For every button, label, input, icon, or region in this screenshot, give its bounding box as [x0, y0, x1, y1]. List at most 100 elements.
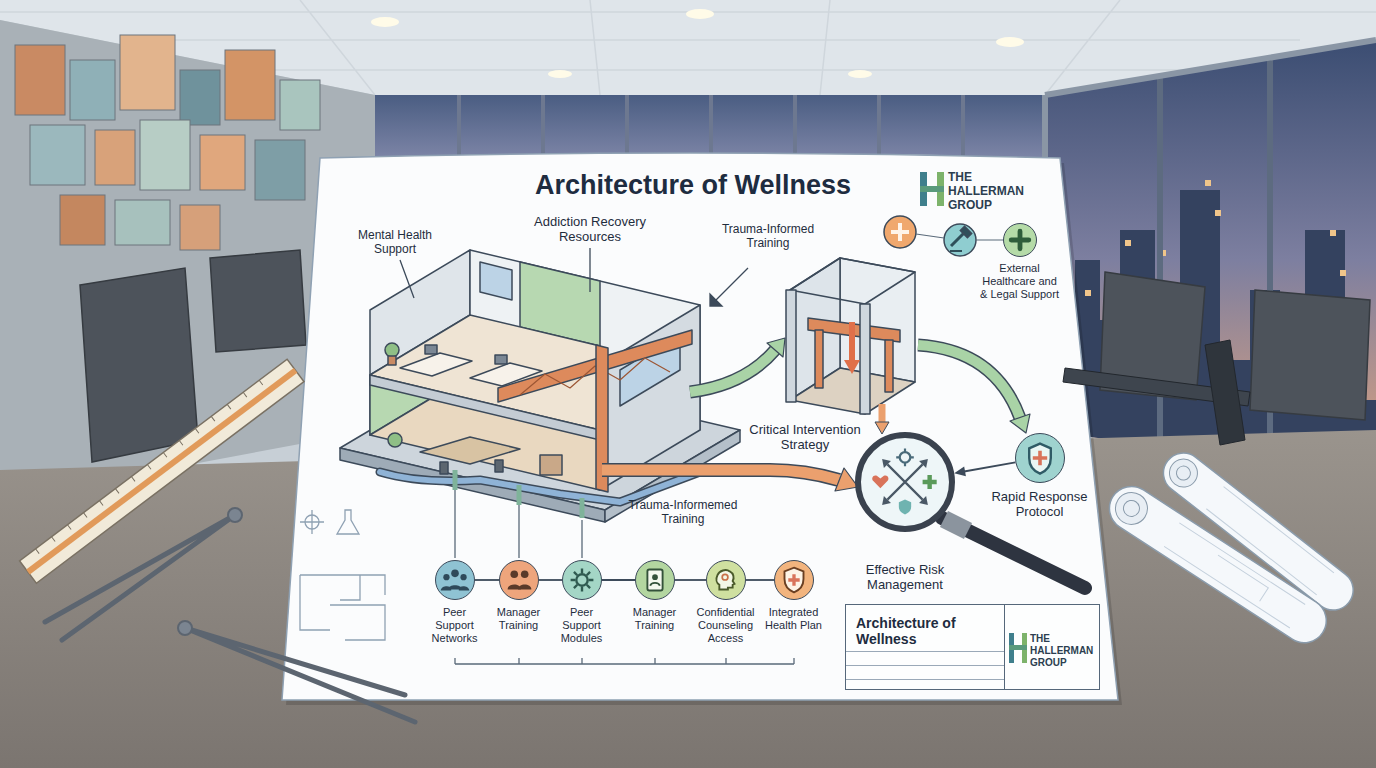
- blueprint-sheet: [282, 153, 1122, 705]
- node-icon: [861, 438, 949, 526]
- rolled-blueprints: [1164, 523, 1305, 628]
- rolled-blueprints: [1109, 486, 1153, 530]
- room-walls: [548, 70, 572, 78]
- callout-label-box: Trauma-Informed Training: [718, 222, 818, 250]
- title-block-text-box: THE HALLERMAN GROUP: [1030, 633, 1092, 669]
- service-icons: [944, 224, 976, 256]
- magnifier-handle: [942, 518, 1085, 588]
- building-cutaway: [385, 343, 399, 357]
- node-label-box: Confidential Counseling Access: [695, 606, 757, 645]
- icon-node: Confidential Counseling Access: [706, 560, 746, 600]
- node-icon: [882, 496, 891, 505]
- node-icon: [460, 574, 466, 580]
- callout-label-box: Addiction Recovery Resources: [525, 214, 655, 244]
- paper-sketches: [300, 510, 385, 640]
- scale-ruler: [26, 368, 297, 574]
- title-block-text: THE HALLERMAN GROUP: [1030, 633, 1092, 669]
- building-cutaway: [420, 437, 520, 464]
- leader-lines: [400, 248, 748, 300]
- room-walls: [686, 9, 714, 19]
- node-icon: [887, 464, 922, 499]
- node-icon: [459, 586, 469, 590]
- flow-arrows: [602, 470, 839, 480]
- node-label-box: External Healthcare and & Legal Support: [978, 262, 1062, 301]
- connector: [539, 580, 562, 581]
- node-icon: [896, 449, 914, 467]
- scale-ruler: [20, 359, 304, 583]
- building-cutaway: [340, 250, 740, 522]
- intervention-room: [815, 330, 823, 388]
- connector-line: [475, 579, 499, 581]
- dividers: [228, 508, 242, 522]
- flow-arrows: [602, 470, 839, 480]
- node-icon: [919, 459, 928, 468]
- icon-node: External Healthcare and & Legal Support: [1003, 223, 1037, 257]
- office-chairs: [1250, 290, 1370, 420]
- rolled-blueprints: [1101, 445, 1361, 651]
- flow-arrows: [690, 350, 775, 392]
- node-icon: [923, 475, 937, 489]
- paper-sketches: [337, 510, 359, 534]
- node-icon: [443, 574, 449, 580]
- rolled-blueprints: [1101, 478, 1335, 651]
- office-chairs: [210, 250, 306, 352]
- node-icon: [436, 561, 474, 599]
- node-icon: [441, 570, 470, 591]
- service-icons: [884, 216, 1003, 256]
- connector-line: [675, 579, 706, 581]
- icon-node: Manager Training: [499, 560, 539, 600]
- building-cutaway: [498, 330, 692, 402]
- title-block-rule: [846, 665, 1004, 666]
- building-cutaway: [388, 433, 402, 447]
- rolled-blueprints: [1164, 453, 1203, 492]
- t-square: [1205, 340, 1245, 445]
- node-icon: [576, 574, 587, 585]
- icon-node: Effective Risk Management: [855, 432, 955, 532]
- dividers: [185, 628, 415, 722]
- t-square: [1063, 340, 1250, 445]
- node-icon: [563, 561, 601, 599]
- wall-art: [255, 140, 305, 200]
- title-block: Architecture of WellnessTHE HALLERMAN GR…: [845, 604, 1100, 690]
- dividers: [178, 621, 192, 635]
- building-cutaway: [495, 460, 503, 472]
- wall-art: [180, 205, 220, 250]
- callout-label: Trauma-Informemed Training: [625, 498, 741, 526]
- intervention-room: [786, 290, 796, 402]
- rolled-blueprints: [1174, 463, 1194, 483]
- diagram-title: Architecture of Wellness: [443, 168, 943, 202]
- building-cutaway: [480, 262, 512, 300]
- node-label-box: Manager Training: [624, 606, 686, 632]
- wall-art: [15, 45, 65, 115]
- node-label: External Healthcare and & Legal Support: [978, 262, 1062, 301]
- node-icon: [1016, 434, 1064, 482]
- connector: [746, 580, 774, 581]
- icon-node: Peer Support Modules: [562, 560, 602, 600]
- building-cutaway: [425, 345, 437, 354]
- paper-sketches: [300, 575, 385, 640]
- node-icon: [1011, 231, 1029, 249]
- service-icons: [960, 226, 971, 237]
- paper-sketches: [300, 510, 324, 534]
- logo-mark: [1009, 633, 1027, 663]
- node-icon: [451, 570, 459, 578]
- node-icon: [441, 586, 451, 590]
- node-label: Confidential Counseling Access: [695, 606, 757, 645]
- callout-label-box: Critical Intervention Strategy: [735, 422, 875, 452]
- connector: [475, 580, 499, 581]
- leader-lines: [710, 294, 722, 306]
- scale-ruler: [36, 380, 263, 553]
- flow-arrows: [767, 338, 785, 357]
- title-block-rule: [846, 651, 1004, 652]
- node-icon: [510, 571, 518, 579]
- logo-mark: [1009, 645, 1027, 650]
- node-label: Peer Support Modules: [551, 606, 613, 645]
- wall-art: [115, 200, 170, 245]
- building-cutaway: [540, 455, 562, 475]
- building-cutaway: [370, 375, 600, 440]
- logo-mark: [920, 186, 944, 192]
- connector-line: [746, 579, 774, 581]
- intervention-room: [885, 340, 893, 392]
- node-icon: [788, 574, 799, 585]
